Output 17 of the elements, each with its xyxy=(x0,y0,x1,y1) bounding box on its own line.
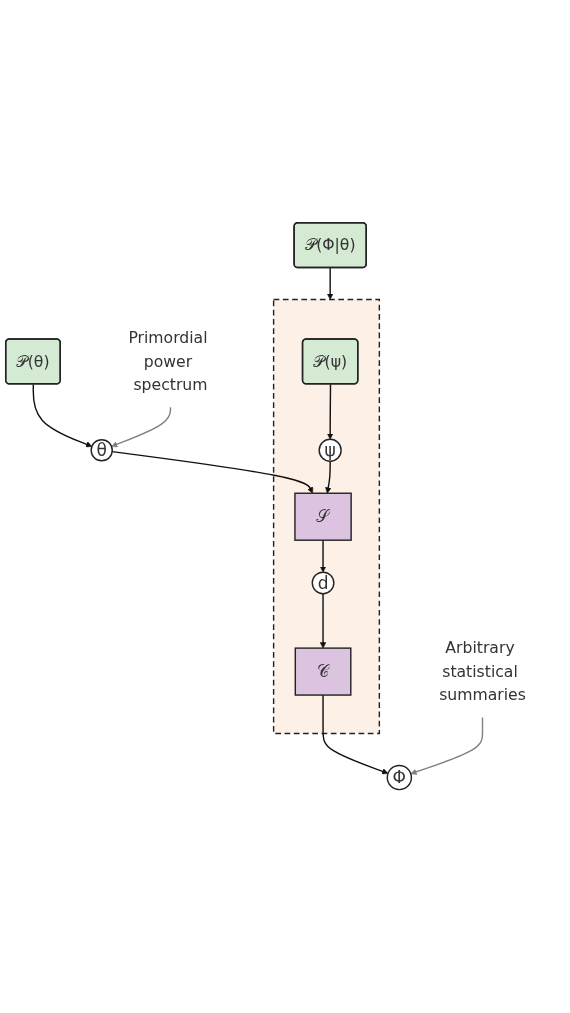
arrow xyxy=(111,406,172,448)
arrow xyxy=(325,460,332,494)
arrow xyxy=(322,694,389,775)
node-circle: ψ xyxy=(318,438,342,462)
cluster xyxy=(272,298,381,735)
node-text: Primordial power spectrum xyxy=(128,329,208,394)
arrow xyxy=(111,450,314,494)
arrow xyxy=(327,383,334,440)
node-circle: Φ xyxy=(386,764,413,791)
node-circle: θ xyxy=(90,438,113,462)
node-circle: d xyxy=(311,571,335,595)
arrow xyxy=(410,716,484,775)
node-text: Arbitrary statistical summaries xyxy=(439,639,526,704)
arrow xyxy=(327,266,334,300)
arrow xyxy=(319,539,327,573)
arrow xyxy=(32,383,93,448)
arrow xyxy=(319,592,327,649)
